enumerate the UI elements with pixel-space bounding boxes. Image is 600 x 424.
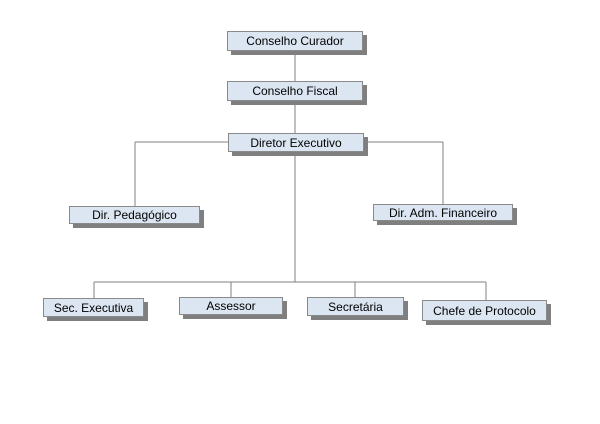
node-sec-executiva: Sec. Executiva — [43, 298, 144, 317]
node-label: Dir. Adm. Financeiro — [388, 205, 498, 220]
node-label: Dir. Pedagógico — [92, 208, 177, 222]
node-label: Conselho Fiscal — [252, 84, 338, 98]
node-label: Secretária — [328, 299, 383, 314]
node-label: Chefe de Protocolo — [433, 303, 536, 318]
node-dir-adm-financeiro: Dir. Adm. Financeiro — [373, 204, 513, 221]
node-secretaria: Secretária — [307, 297, 404, 316]
node-diretor-executivo: Diretor Executivo — [228, 133, 364, 152]
node-label: Assessor — [206, 299, 256, 313]
node-chefe-de-protocolo: Chefe de Protocolo — [422, 300, 547, 321]
node-label: Diretor Executivo — [250, 135, 342, 150]
node-assessor: Assessor — [179, 297, 283, 315]
node-label: Conselho Curador — [246, 34, 344, 48]
node-dir-pedagogico: Dir. Pedagógico — [69, 206, 200, 224]
node-conselho-curador: Conselho Curador — [227, 31, 363, 51]
node-conselho-fiscal: Conselho Fiscal — [227, 81, 363, 101]
node-label: Sec. Executiva — [53, 300, 134, 315]
